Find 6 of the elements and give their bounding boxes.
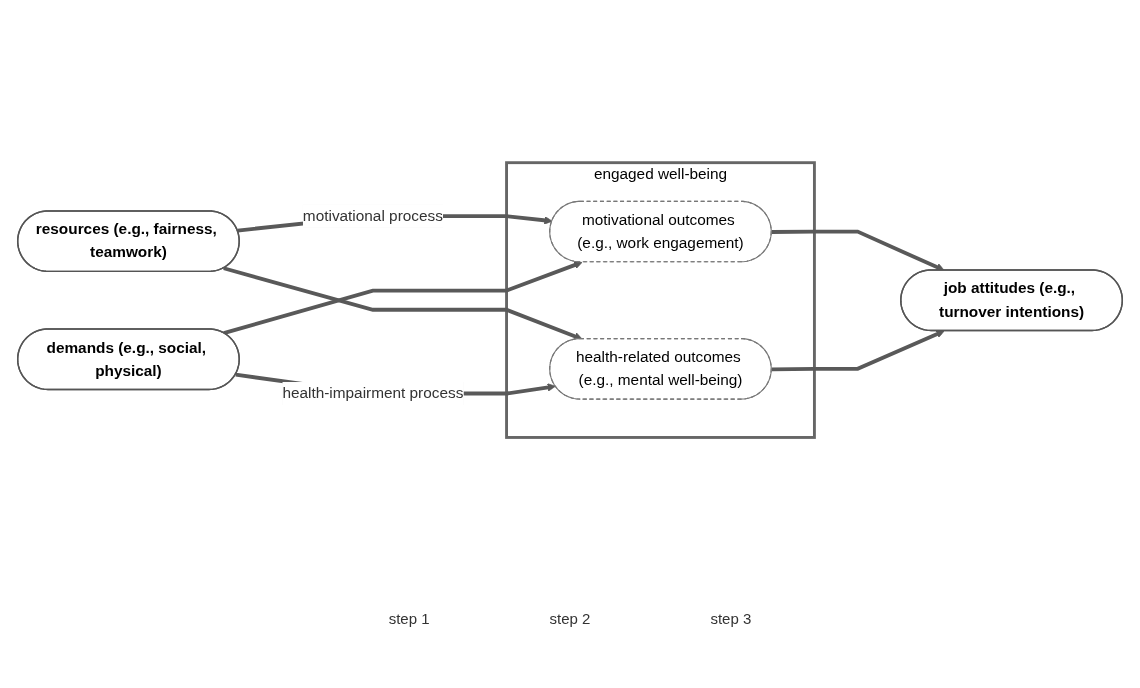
edge-label: health-impairment process: [282, 384, 464, 402]
edge-label: motivational process: [302, 207, 443, 224]
step-label: step 1: [388, 610, 430, 627]
step-label: step 2: [549, 610, 591, 627]
arrow: [771, 330, 945, 372]
step-label: step 3: [710, 610, 752, 627]
